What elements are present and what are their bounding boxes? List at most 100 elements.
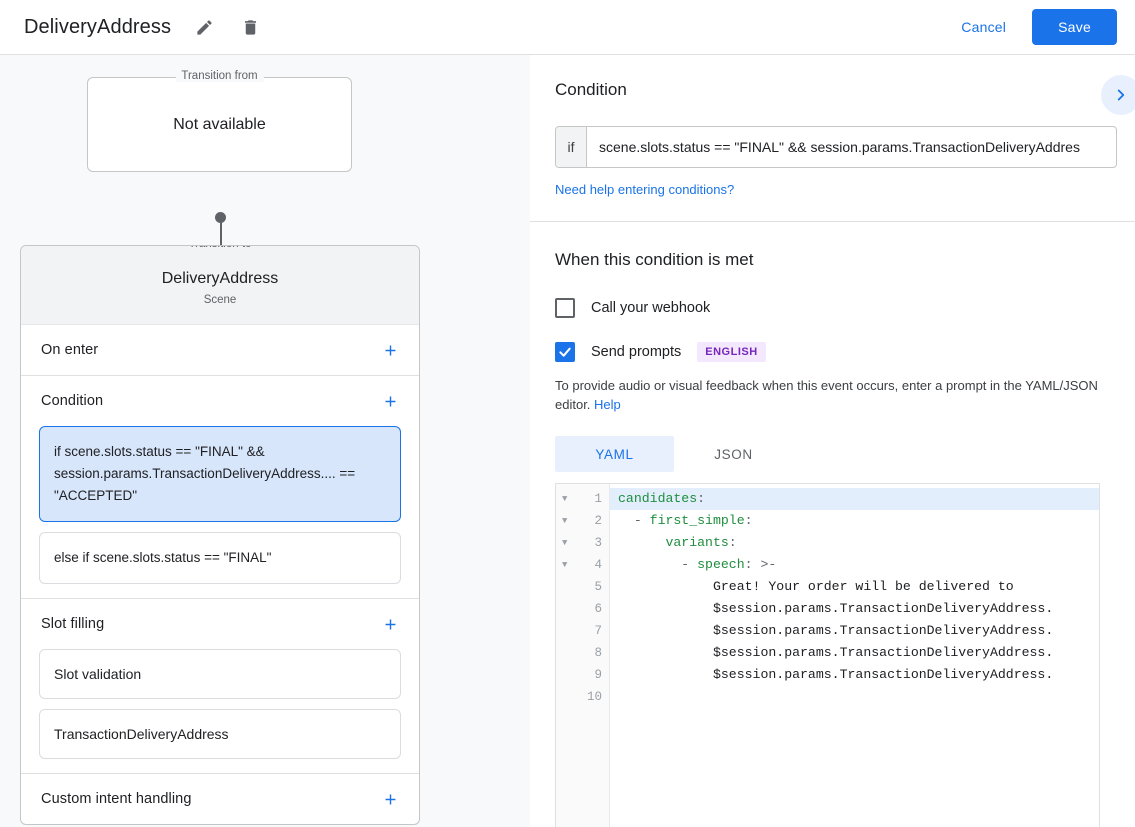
code-text: $session.params.TransactionDeliveryAddre… bbox=[712, 645, 1054, 660]
condition-block: Condition if Need help entering conditio… bbox=[530, 55, 1135, 222]
code-key: candidates bbox=[618, 491, 698, 506]
line-number-label: 2 bbox=[594, 514, 602, 528]
tab-yaml[interactable]: YAML bbox=[555, 436, 674, 472]
section-body: if scene.slots.status == "FINAL" && sess… bbox=[21, 426, 419, 598]
chevron-right-icon[interactable] bbox=[1101, 75, 1135, 115]
call-webhook-checkbox[interactable] bbox=[555, 298, 575, 318]
code-indent bbox=[618, 623, 713, 638]
code-key: speech bbox=[697, 557, 745, 572]
right-panel: Condition if Need help entering conditio… bbox=[530, 55, 1135, 827]
list-item[interactable]: TransactionDeliveryAddress bbox=[39, 709, 401, 759]
line-number: 8 bbox=[556, 642, 609, 664]
fold-arrow-icon[interactable]: ▼ bbox=[562, 515, 568, 526]
language-badge: ENGLISH bbox=[697, 342, 766, 362]
code-line: variants: bbox=[610, 532, 1099, 554]
topbar-actions: Cancel Save bbox=[947, 9, 1117, 45]
prompt-help-link[interactable]: Help bbox=[594, 397, 621, 412]
line-number: 7 bbox=[556, 620, 609, 642]
code-line: $session.params.TransactionDeliveryAddre… bbox=[610, 642, 1099, 664]
section-header: Custom intent handling bbox=[21, 774, 419, 824]
transition-to-name: DeliveryAddress bbox=[161, 270, 279, 287]
condition-input[interactable] bbox=[587, 127, 1116, 167]
line-number-label: 4 bbox=[594, 558, 602, 572]
connector-dot bbox=[215, 212, 226, 223]
pencil-icon[interactable] bbox=[191, 14, 217, 40]
code-line: - first_simple: bbox=[610, 510, 1099, 532]
code-indent bbox=[618, 579, 713, 594]
send-prompts-label: Send prompts bbox=[591, 344, 682, 360]
send-prompts-row: Send prompts ENGLISH bbox=[555, 342, 1117, 362]
code-indent bbox=[618, 667, 713, 682]
prompt-description-text: To provide audio or visual feedback when… bbox=[555, 378, 1098, 412]
condition-input-row: if bbox=[555, 126, 1117, 168]
code-text: $session.params.TransactionDeliveryAddre… bbox=[712, 667, 1054, 682]
save-button[interactable]: Save bbox=[1032, 9, 1117, 45]
editor-format-tabs: YAML JSON bbox=[555, 436, 1117, 472]
add-custom-intent-button[interactable] bbox=[377, 786, 403, 812]
list-item[interactable]: else if scene.slots.status == "FINAL" bbox=[39, 532, 401, 584]
line-number: 10 bbox=[556, 686, 609, 708]
code-punct: : bbox=[728, 535, 737, 550]
code-line: - speech: >- bbox=[610, 554, 1099, 576]
transition-from-legend: Transition from bbox=[175, 70, 264, 82]
when-met-heading: When this condition is met bbox=[555, 250, 754, 269]
section-title-on-enter: On enter bbox=[41, 342, 99, 358]
line-number: 9 bbox=[556, 664, 609, 686]
add-slot-filling-button[interactable] bbox=[377, 611, 403, 637]
tab-json[interactable]: JSON bbox=[714, 446, 753, 462]
code-indent bbox=[618, 601, 713, 616]
line-number: ▼3 bbox=[556, 532, 609, 554]
line-number-label: 6 bbox=[594, 602, 602, 616]
webhook-row: Call your webhook bbox=[555, 298, 1117, 318]
list-item[interactable]: Slot validation bbox=[39, 649, 401, 699]
connector-line bbox=[219, 218, 222, 270]
section-title-custom-intent-handling: Custom intent handling bbox=[41, 791, 192, 807]
section-body: Slot validation TransactionDeliveryAddre… bbox=[21, 649, 419, 773]
fold-arrow-icon[interactable]: ▼ bbox=[562, 537, 568, 548]
condition-help-link[interactable]: Need help entering conditions? bbox=[555, 182, 735, 197]
line-number-label: 3 bbox=[594, 536, 602, 550]
code-punct: : >- bbox=[744, 557, 777, 572]
transition-to-header: Transition to DeliveryAddress Scene bbox=[21, 246, 419, 325]
transition-from-box[interactable]: Transition from Not available bbox=[87, 70, 352, 172]
send-prompts-checkbox[interactable] bbox=[555, 342, 575, 362]
fold-arrow-icon[interactable]: ▼ bbox=[562, 559, 568, 570]
code-indent: - bbox=[618, 557, 698, 572]
code-text: $session.params.TransactionDeliveryAddre… bbox=[712, 623, 1054, 638]
line-number-label: 1 bbox=[594, 492, 602, 506]
cancel-button[interactable]: Cancel bbox=[947, 10, 1020, 44]
line-number: ▼4 bbox=[556, 554, 609, 576]
line-number-label: 9 bbox=[594, 668, 602, 682]
editor-code-area[interactable]: candidates: - first_simple: variants: - … bbox=[610, 484, 1099, 827]
code-line: Great! Your order will be delivered to bbox=[610, 576, 1099, 598]
code-key: variants bbox=[665, 535, 729, 550]
section-custom-intent-handling: Custom intent handling bbox=[21, 774, 419, 824]
list-item[interactable]: if scene.slots.status == "FINAL" && sess… bbox=[39, 426, 401, 522]
section-condition: Condition if scene.slots.status == "FINA… bbox=[21, 376, 419, 599]
fold-arrow-icon[interactable]: ▼ bbox=[562, 493, 568, 504]
transition-from-value: Not available bbox=[173, 115, 266, 133]
add-on-enter-button[interactable] bbox=[377, 337, 403, 363]
line-number: ▼1 bbox=[556, 488, 609, 510]
code-indent bbox=[618, 645, 713, 660]
line-number-label: 7 bbox=[594, 624, 602, 638]
section-title-slot-filling: Slot filling bbox=[41, 616, 105, 632]
top-app-bar: DeliveryAddress Cancel Save bbox=[0, 0, 1135, 55]
code-indent bbox=[618, 535, 665, 550]
condition-heading: Condition bbox=[555, 80, 627, 99]
code-key: first_simple bbox=[649, 513, 745, 528]
line-number: 5 bbox=[556, 576, 609, 598]
line-number-label: 5 bbox=[594, 580, 602, 594]
code-line: $session.params.TransactionDeliveryAddre… bbox=[610, 620, 1099, 642]
trash-icon[interactable] bbox=[237, 14, 263, 40]
condition-if-label: if bbox=[556, 127, 587, 167]
code-punct: : bbox=[697, 491, 706, 506]
when-condition-met-block: When this condition is met Call your web… bbox=[530, 222, 1135, 827]
section-header: On enter bbox=[21, 325, 419, 375]
prompt-description: To provide audio or visual feedback when… bbox=[555, 376, 1117, 414]
code-line: candidates: bbox=[610, 488, 1099, 510]
add-condition-button[interactable] bbox=[377, 388, 403, 414]
line-number: ▼2 bbox=[556, 510, 609, 532]
